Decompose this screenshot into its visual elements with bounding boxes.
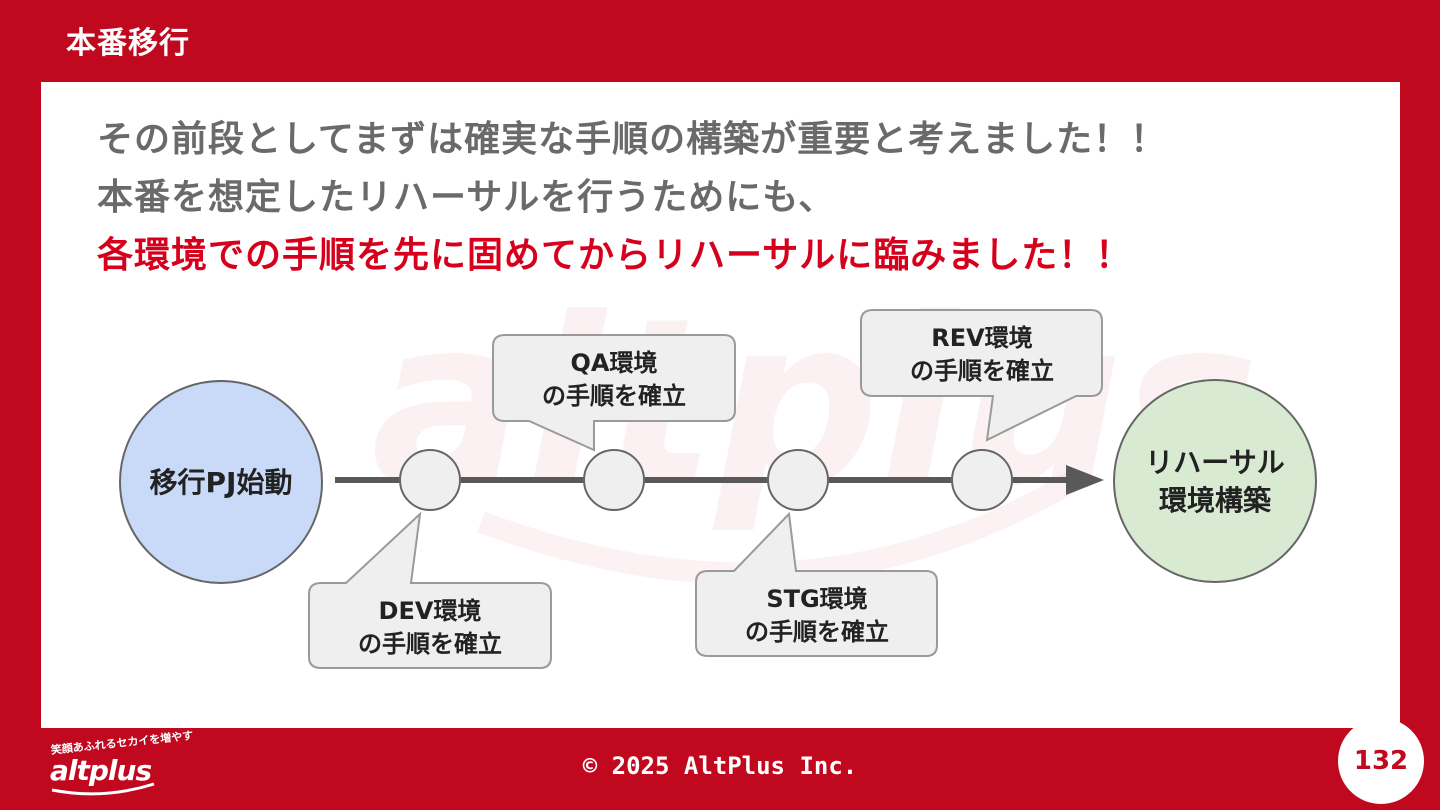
headline-line-2: 本番を想定したリハーサルを行うためにも、 — [97, 177, 836, 218]
callout-rev-action: の手順を確立 — [910, 357, 1054, 385]
callout-qa: QA環境 の手順を確立 — [492, 334, 736, 452]
page-number: 132 — [1353, 746, 1409, 776]
callout-rev-env: REV環境 — [931, 324, 1032, 352]
callout-qa-env: QA環境 — [571, 349, 658, 377]
slide-title: 本番移行 — [66, 26, 190, 61]
headline-line-1: その前段としてまずは確実な手順の構築が重要と考えました！！ — [97, 119, 1168, 160]
timeline-diagram: 移行PJ始動 リハーサル 環境構築 DEV環境 の手順を確立 — [119, 309, 1317, 669]
callout-dev-env: DEV環境 — [379, 597, 482, 625]
start-node-label: 移行PJ始動 — [150, 466, 293, 499]
copyright: © 2025 AltPlus Inc. — [582, 752, 858, 780]
callout-dev-action: の手順を確立 — [358, 630, 502, 658]
callout-stg-action: の手順を確立 — [745, 618, 889, 646]
logo-swoosh-icon — [51, 782, 155, 796]
end-node-label-line1: リハーサル — [1145, 446, 1284, 479]
timeline-arrow-icon — [1066, 465, 1104, 495]
content-panel: altplus その前段としてまずは確実な手順の構築が重要と考えました！！ 本番… — [41, 82, 1400, 728]
milestone-stg — [767, 449, 829, 511]
callout-stg: STG環境 の手順を確立 — [695, 511, 938, 657]
milestone-qa — [583, 449, 645, 511]
callout-rev: REV環境 の手順を確立 — [860, 309, 1103, 442]
end-node: リハーサル 環境構築 — [1113, 379, 1317, 583]
altplus-logo: 笑顔あふれるセカイを増やす altplus — [44, 729, 194, 798]
milestone-dev — [399, 449, 461, 511]
end-node-label-line2: 環境構築 — [1159, 484, 1272, 517]
start-node: 移行PJ始動 — [119, 380, 323, 584]
logo-wordmark: altplus — [50, 754, 152, 787]
callout-dev: DEV環境 の手順を確立 — [308, 511, 552, 669]
callout-stg-env: STG環境 — [766, 585, 867, 613]
milestone-rev — [951, 449, 1013, 511]
headline-line-3-emphasis: 各環境での手順を先に固めてからリハーサルに臨みました！！ — [97, 235, 1133, 276]
page-number-badge: 132 — [1338, 718, 1424, 804]
callout-qa-action: の手順を確立 — [542, 382, 686, 410]
